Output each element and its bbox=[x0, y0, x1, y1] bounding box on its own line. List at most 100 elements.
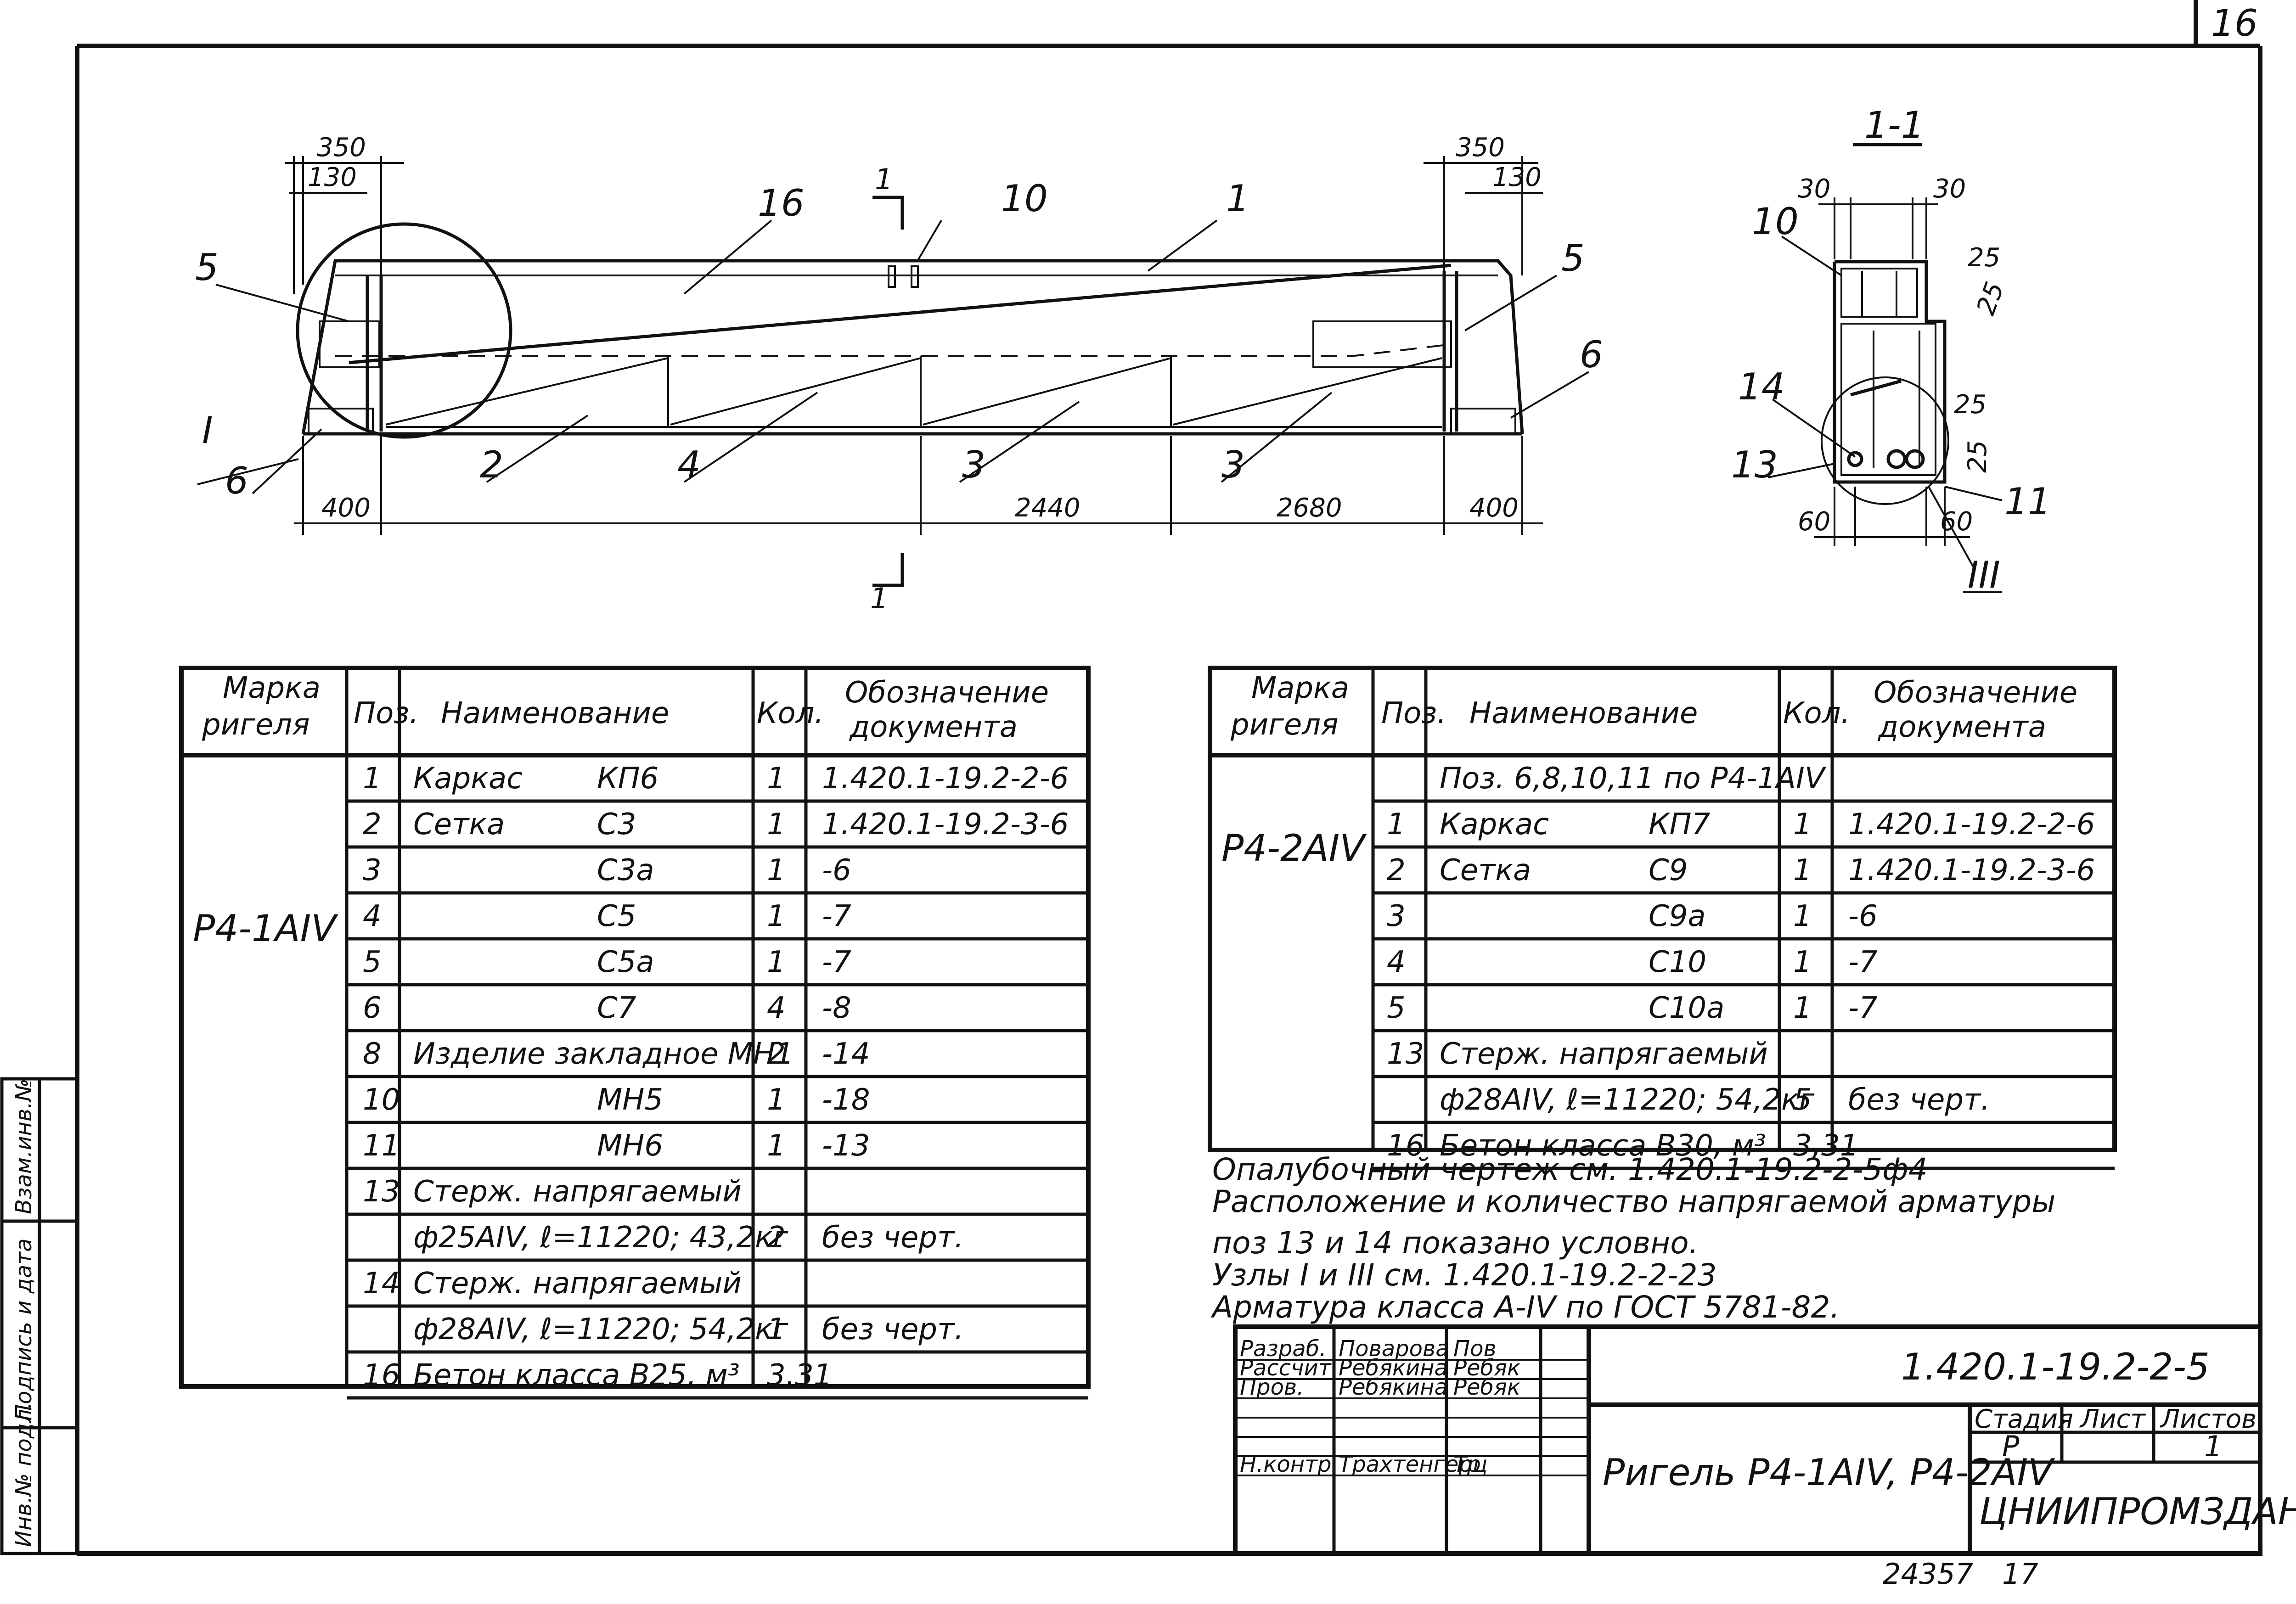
leader-16: 16 bbox=[758, 182, 805, 224]
section-leader-10: 10 bbox=[1752, 200, 1799, 243]
table_left-row-0-pos: 1 bbox=[363, 762, 382, 796]
tb-sign-6: Тр bbox=[1453, 1452, 1481, 1477]
tb-sign-0: Пов bbox=[1453, 1336, 1497, 1362]
stamp-inv-replaced: Взам.инв.№ bbox=[11, 1079, 37, 1214]
table_left-row-7-pos: 10 bbox=[363, 1083, 400, 1117]
table_left-row-1-code: С3 bbox=[597, 808, 636, 841]
table_left-row-0-code: КП6 bbox=[597, 762, 658, 796]
dim-25-c: 25 bbox=[1954, 390, 1986, 420]
dim-400-right: 400 bbox=[1469, 493, 1519, 523]
table_right-row-3-doc: -6 bbox=[1848, 899, 1878, 933]
table_left-row-3-code: С5 bbox=[597, 899, 636, 933]
tb-role-0: Разраб. bbox=[1240, 1336, 1327, 1362]
note-4: Узлы I и III см. 1.420.1-19.2-2-23 bbox=[1212, 1257, 1717, 1293]
dim-350-right: 350 bbox=[1456, 133, 1505, 163]
tb-name-0: Поварова bbox=[1339, 1336, 1449, 1362]
sheet-frame: 16 bbox=[75, 0, 2262, 1556]
cut-mark-top: 1 bbox=[875, 163, 893, 196]
table_left-row-10-doc: без черт. bbox=[822, 1221, 964, 1255]
table_left-row-7-doc: -18 bbox=[822, 1083, 870, 1117]
cut-mark-bottom: 1 bbox=[870, 582, 888, 615]
header-doc-line2-r: документа bbox=[1878, 710, 2046, 744]
table_left-row-8-code: МН6 bbox=[597, 1129, 663, 1163]
header-mark-line1-r: Марка bbox=[1251, 671, 1349, 705]
leader-8-right: 6 bbox=[1580, 333, 1603, 376]
table_right-row-1-pos: 1 bbox=[1387, 808, 1406, 841]
dim-60-left: 60 bbox=[1798, 507, 1830, 537]
table_left-row-5-code: С7 bbox=[597, 991, 636, 1025]
header-mark-line2: ригеля bbox=[202, 708, 310, 742]
header-mark-line2-r: ригеля bbox=[1230, 708, 1339, 742]
tb-role-6: Н.контр. bbox=[1240, 1452, 1339, 1477]
table_right-row-5-doc: -7 bbox=[1848, 991, 1878, 1025]
table_right-row-5-pos: 5 bbox=[1387, 991, 1406, 1025]
header-pos: Поз. bbox=[354, 696, 419, 730]
table_left-row-1-qty: 1 bbox=[767, 808, 786, 841]
section-title: 1-1 bbox=[1864, 104, 1925, 146]
tb-role-1: Рассчит. bbox=[1240, 1355, 1338, 1381]
table_right-row-2-code: С9 bbox=[1649, 853, 1688, 887]
stage-label: Стадия bbox=[1975, 1404, 2073, 1434]
table_left-row-13-name: Бетон класса В25, м³ bbox=[413, 1358, 740, 1392]
table_left-row-2-doc: -6 bbox=[822, 853, 851, 887]
header-name: Наименование bbox=[441, 696, 669, 730]
table_right-row-1-qty: 1 bbox=[1793, 808, 1812, 841]
header-doc-line1-r: Обозначение bbox=[1874, 676, 2077, 710]
header-doc-line1: Обозначение bbox=[845, 676, 1049, 710]
table_left-row-4-pos: 5 bbox=[363, 945, 382, 979]
sheet-number: 16 bbox=[2211, 2, 2258, 45]
table_right-row-8-pos: 16 bbox=[1387, 1129, 1424, 1163]
table_left-row-1-name: Сетка bbox=[413, 808, 505, 841]
tb-name-1: Ребякина bbox=[1339, 1355, 1448, 1381]
dim-2680: 2680 bbox=[1277, 493, 1342, 523]
leader-6-right: 5 bbox=[1561, 237, 1585, 280]
table_left-row-9-pos: 13 bbox=[363, 1175, 400, 1209]
notes: Опалубочный чертеж см. 1.420.1-19.2-2-5ф… bbox=[1210, 1152, 2055, 1325]
dim-25-b: 25 bbox=[1971, 278, 2010, 319]
sheets-value: 1 bbox=[2204, 1430, 2222, 1463]
table_left-row-6-pos: 8 bbox=[363, 1037, 382, 1071]
table_left-row-1-pos: 2 bbox=[363, 808, 382, 841]
mark-p4-1a: Р4-1АIV bbox=[193, 907, 338, 950]
dim-25-a: 25 bbox=[1968, 243, 2000, 273]
table_right-row-5-code: С10а bbox=[1649, 991, 1724, 1025]
table_left-row-4-doc: -7 bbox=[822, 945, 851, 979]
table_right-row-4-code: С10 bbox=[1649, 945, 1706, 979]
table_right-row-3-code: С9а bbox=[1649, 899, 1706, 933]
header-doc-line2: документа bbox=[849, 710, 1018, 744]
organization: ЦНИИПРОМЗДАНИЙ bbox=[1979, 1490, 2296, 1533]
dim-2440: 2440 bbox=[1015, 493, 1080, 523]
table_left-row-8-qty: 1 bbox=[767, 1129, 786, 1163]
tb-role-2: Пров. bbox=[1240, 1374, 1304, 1400]
table_left-row-3-qty: 1 bbox=[767, 899, 786, 933]
table_left-row-2-pos: 3 bbox=[363, 853, 382, 887]
table_right-row-4-qty: 1 bbox=[1793, 945, 1812, 979]
note-1: Опалубочный чертеж см. 1.420.1-19.2-2-5ф… bbox=[1212, 1152, 1928, 1187]
table_right-row-8-qty: 3,31 bbox=[1793, 1129, 1859, 1163]
table_left-row-6-qty: 2 bbox=[767, 1037, 786, 1071]
table_left-row-4-qty: 1 bbox=[767, 945, 786, 979]
beam-elevation: 1 1 5 I 6 2 4 3 3 16 10 1 5 6 350 130 bbox=[195, 133, 1603, 615]
table_left-row-0-qty: 1 bbox=[767, 762, 786, 796]
node-mark-I: I bbox=[202, 409, 213, 452]
table_right-row-1-doc: 1.420.1-19.2-2-6 bbox=[1848, 808, 2095, 841]
table_right-row-2-qty: 1 bbox=[1793, 853, 1812, 887]
table_left-row-2-qty: 1 bbox=[767, 853, 786, 887]
table_left-row-12-name: ф28АIV, ℓ=11220; 54,2кг bbox=[413, 1312, 788, 1346]
leader-5: 3 bbox=[962, 443, 985, 486]
table_left-row-5-qty: 4 bbox=[767, 991, 786, 1025]
dim-130-left: 130 bbox=[308, 163, 357, 192]
table_left-row-8-doc: -13 bbox=[822, 1129, 870, 1163]
bottom-page: 17 bbox=[2002, 1557, 2038, 1591]
header-pos-r: Поз. bbox=[1381, 696, 1446, 730]
sheets-label: Листов bbox=[2160, 1404, 2257, 1434]
stamp-sign-date: Подпись и дата bbox=[11, 1238, 37, 1421]
table_left-row-13-pos: 16 bbox=[363, 1358, 400, 1392]
note-3: поз 13 и 14 показано условно. bbox=[1212, 1225, 1699, 1261]
tb-name-6: Трахтенгерц bbox=[1339, 1452, 1487, 1477]
sheet-label: Лист bbox=[2079, 1404, 2146, 1434]
table_left-row-10-qty: 2 bbox=[767, 1221, 786, 1255]
table_right-row-7-doc: без черт. bbox=[1848, 1083, 1990, 1117]
